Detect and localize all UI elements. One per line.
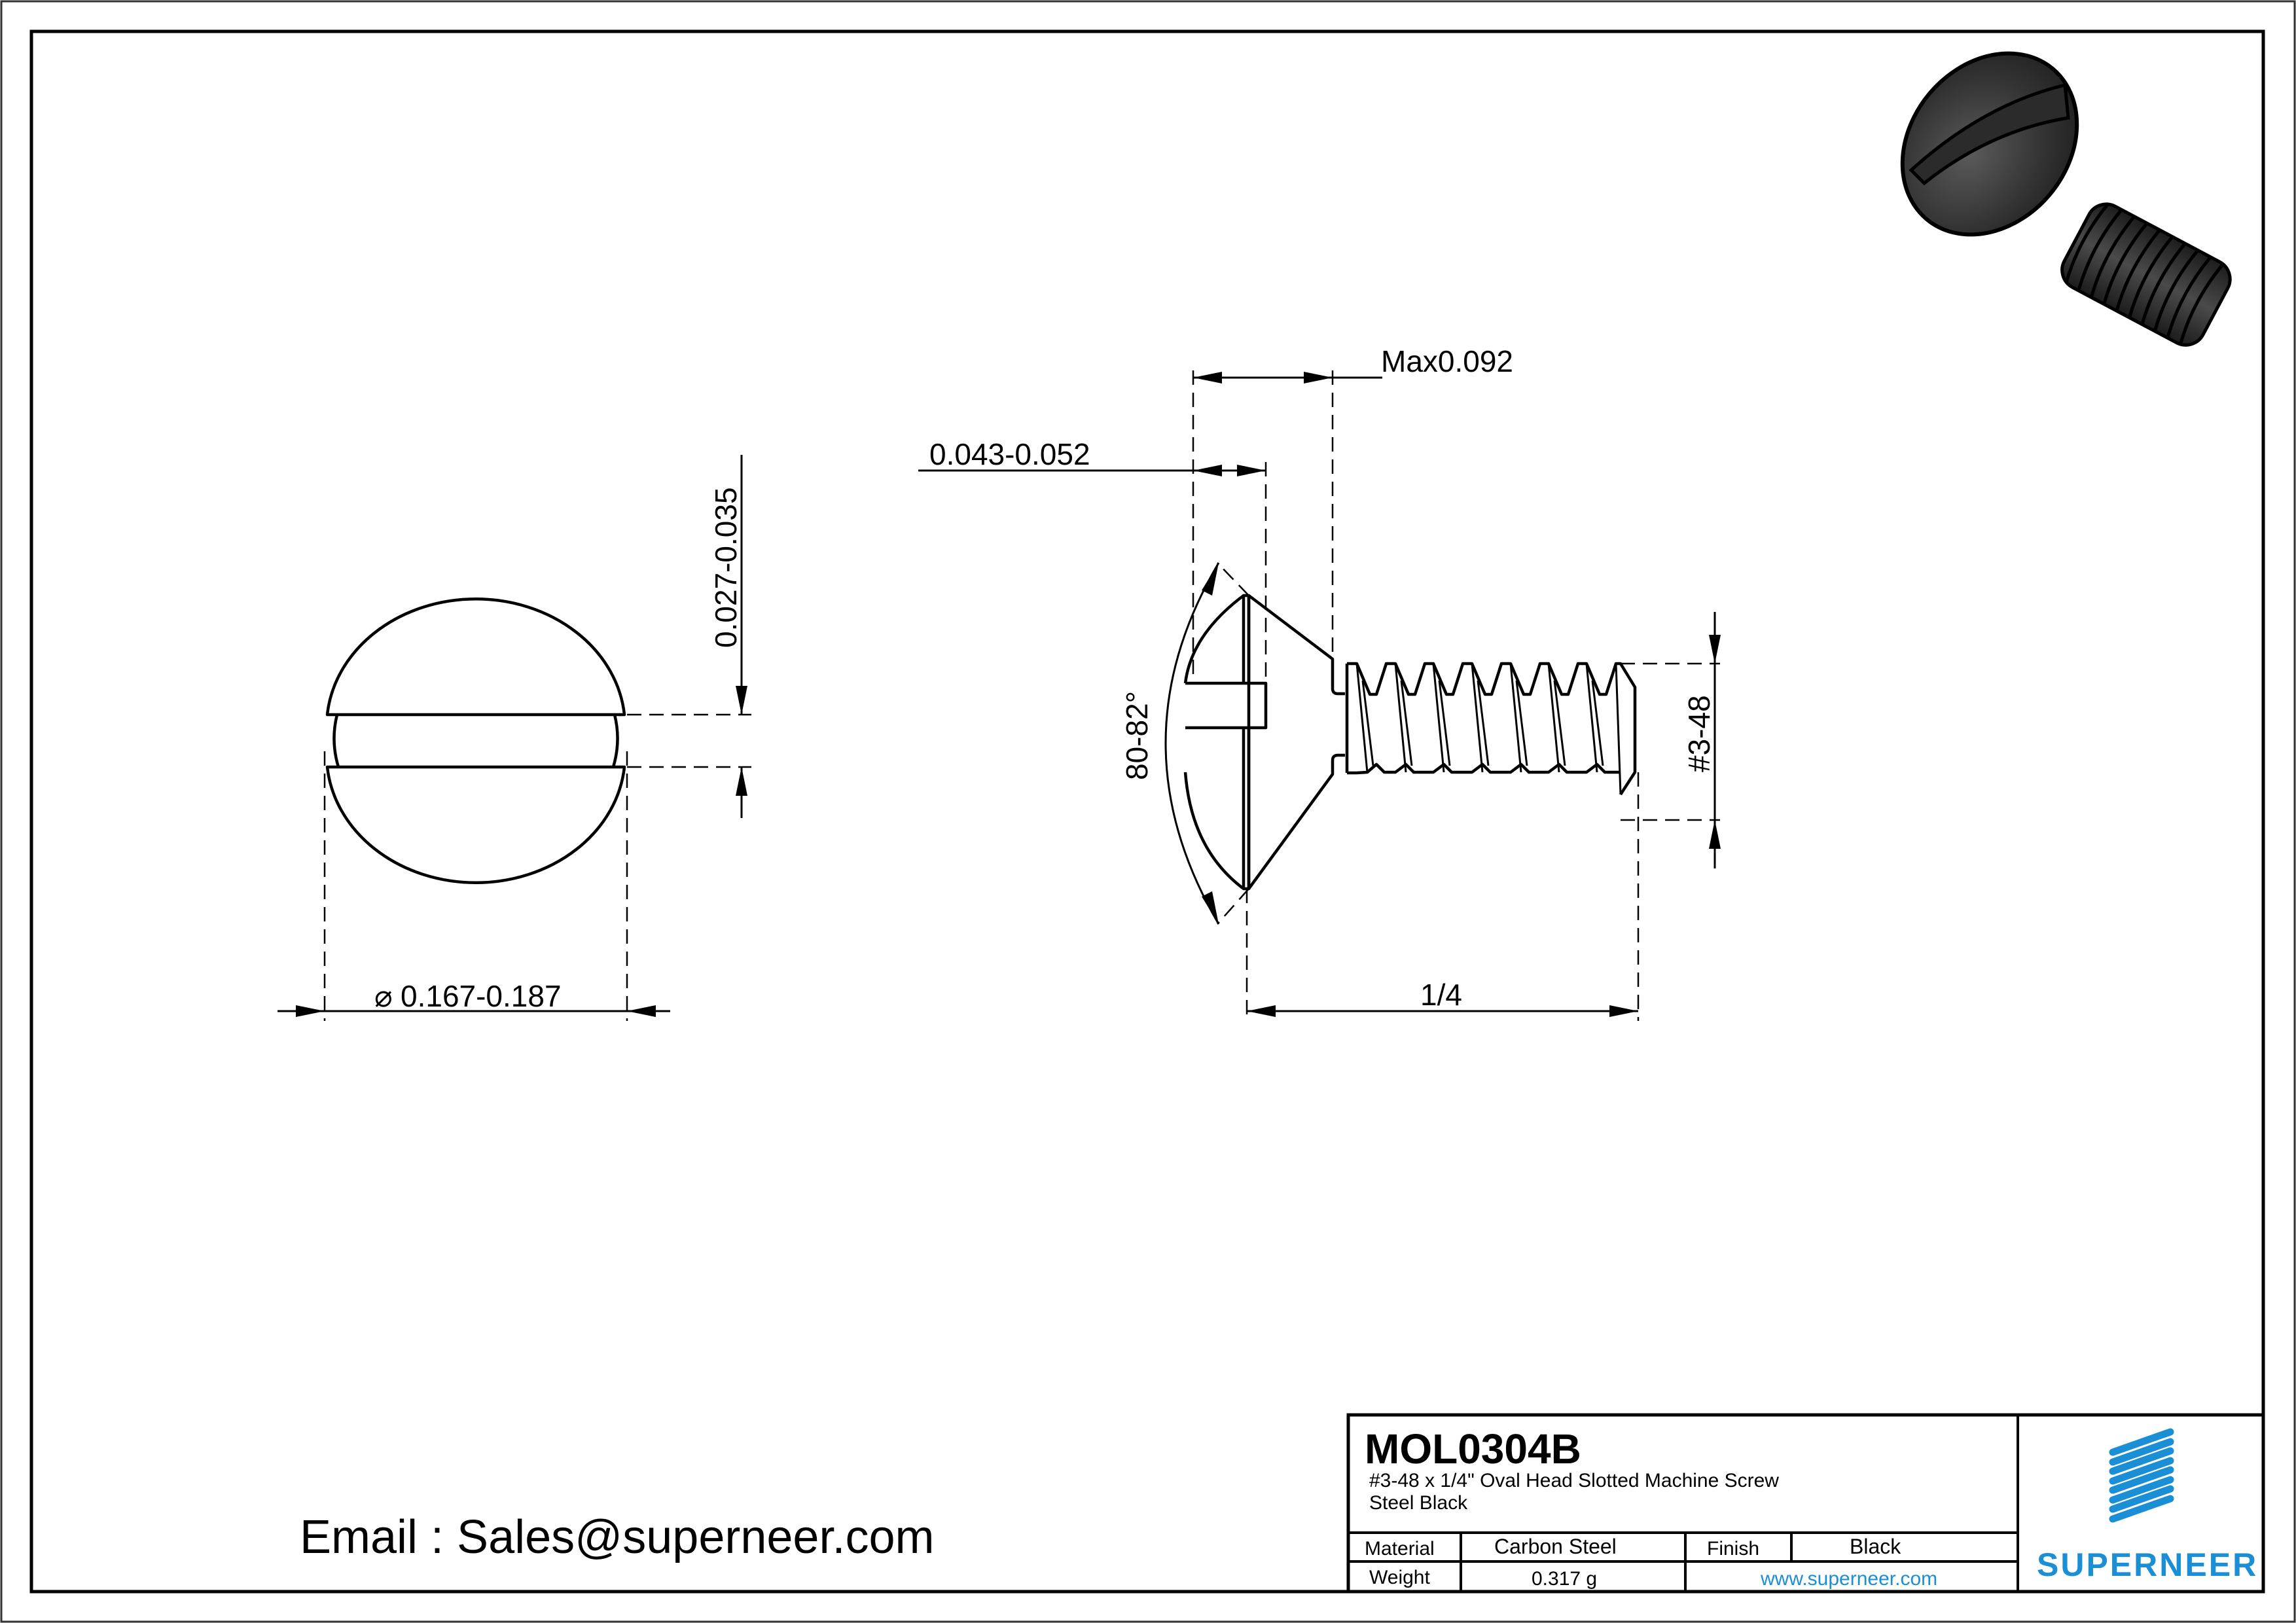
diameter-symbol: ⌀ <box>374 979 393 1013</box>
finish-value: Black <box>1850 1535 1901 1558</box>
finish-label: Finish <box>1707 1538 1759 1560</box>
slot-width-dimension: 0.027-0.035 <box>709 487 743 648</box>
head-angle-dimension: 80-82° <box>1120 691 1154 780</box>
contact-email: Email : Sales@superneer.com <box>300 1511 935 1563</box>
thread-size-dimension: #3-48 <box>1682 695 1716 772</box>
slot-left-arc <box>332 714 340 768</box>
material-label: Material <box>1365 1538 1435 1560</box>
superneer-logo-icon <box>2109 1428 2174 1523</box>
slot-right-arc <box>611 714 619 768</box>
head-height-dimension: Max0.092 <box>1381 344 1513 378</box>
angle-arc <box>1164 562 1220 925</box>
diameter-dimension: 0.167-0.187 <box>401 979 562 1013</box>
side-view: Max0.092 0.043-0.052 80-82° #3-48 1/4 <box>918 344 1721 1021</box>
material-value: Carbon Steel <box>1494 1535 1617 1558</box>
slot-cut <box>1185 681 1268 730</box>
slot-depth-dimension: 0.043-0.052 <box>929 437 1090 471</box>
brand-name: SUPERNEER <box>2037 1546 2258 1583</box>
title-block: MOL0304B #3-48 x 1/4" Oval Head Slotted … <box>1346 1413 2265 1594</box>
head-upper-segment <box>325 597 626 717</box>
oval-head-dome <box>1183 594 1251 891</box>
weight-value: 0.317 g <box>1532 1568 1597 1590</box>
head-lower-segment <box>325 765 626 885</box>
website-link[interactable]: www.superneer.com <box>1760 1568 1937 1590</box>
part-number: MOL0304B <box>1365 1425 1581 1472</box>
top-view: ⌀ 0.167-0.187 0.027-0.035 <box>278 455 751 1021</box>
weight-label: Weight <box>1369 1567 1430 1588</box>
part-description-line2: Steel Black <box>1369 1492 1468 1514</box>
screw-3d-render <box>1900 51 2232 347</box>
threaded-shank <box>1331 662 1637 796</box>
part-description-line1: #3-48 x 1/4" Oval Head Slotted Machine S… <box>1369 1470 1779 1491</box>
countersink-cone <box>1247 594 1335 890</box>
length-dimension: 1/4 <box>1420 978 1462 1012</box>
